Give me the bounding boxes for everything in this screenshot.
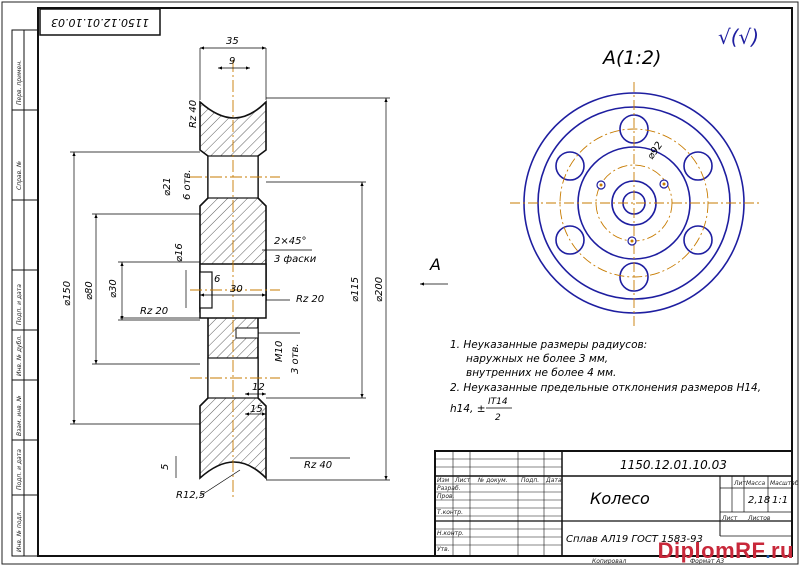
note-2-num: IT14 <box>488 397 508 407</box>
tb-utv: Утв. <box>437 546 450 553</box>
tb-podp: Подп. <box>521 477 539 484</box>
dim-6: 6 <box>214 274 220 285</box>
dim-dia30: ⌀30 <box>108 279 119 298</box>
tb-sheets: Листов <box>747 515 771 522</box>
tb-material: Сплав АЛ19 ГОСТ 1583-93 <box>566 534 703 545</box>
dim-9: 9 <box>229 56 235 67</box>
dim-dia92: ⌀92 <box>645 140 665 162</box>
dim-dia21: ⌀21 <box>162 177 173 196</box>
strip-label-3: Подп. и дата <box>16 284 23 325</box>
side-strip <box>11 29 39 557</box>
dim-r12-5: R12,5 <box>176 490 205 501</box>
code-box: 1150.12.01.10.03 <box>39 8 161 36</box>
note-1-line-3: внутренних не более 4 мм. <box>466 367 616 379</box>
view-a-label: A(1:2) <box>601 47 661 69</box>
dim-rz20-right: Rz 20 <box>296 294 324 305</box>
dim-dia115: ⌀115 <box>350 277 361 302</box>
tb-code: 1150.12.01.10.03 <box>620 458 727 472</box>
view-a: ⌀92 A(1:2) √(√) <box>510 25 760 326</box>
tb-data: Дата <box>545 477 562 484</box>
dim-chamfer-count: 3 фаски <box>274 254 317 265</box>
tb-col-scale: Масштаб <box>770 480 799 487</box>
watermark-brand: DiplomRF <box>657 538 766 563</box>
tb-ndoc: № докум. <box>477 477 508 484</box>
note-2-prefix: h14, ± <box>450 403 486 415</box>
dim-m10: M10 <box>274 341 285 362</box>
strip-label-6: Подп. и дата <box>16 449 23 490</box>
dim-dia16: ⌀16 <box>174 243 185 262</box>
drawing-border <box>37 7 793 557</box>
dim-5: 5 <box>160 464 171 470</box>
dim-holes3: 3 отв. <box>290 343 301 374</box>
watermark-tld: ru <box>771 538 794 563</box>
section-view: 35 9 Rz 40 ⌀21 6 отв. ⌀16 ⌀150 ⌀80 ⌀30 2… <box>62 36 448 501</box>
dim-rz40-top: Rz 40 <box>188 100 199 128</box>
watermark: DiplomRF.ru <box>658 538 794 564</box>
tb-mass: 2,18 <box>748 495 770 506</box>
notes: 1. Неуказанные размеры радиусов: наружны… <box>450 339 761 423</box>
dim-dia200: ⌀200 <box>374 277 385 302</box>
dim-holes6: 6 отв. <box>182 169 193 200</box>
tb-scale: 1:1 <box>772 495 788 506</box>
strip-label-4: Инв. № дубл. <box>16 335 23 376</box>
tb-copied: Копировал <box>592 558 626 565</box>
dim-dia150: ⌀150 <box>62 281 73 306</box>
tb-tkontr: Т.контр. <box>437 509 463 516</box>
tb-col-mass: Масса <box>746 480 765 487</box>
note-1-line-1: 1. Неуказанные размеры радиусов: <box>450 339 647 351</box>
code-rotated: 1150.12.01.10.03 <box>51 16 149 29</box>
dim-rz40-bottom: Rz 40 <box>304 460 332 471</box>
strip-label-2: Справ. № <box>16 161 23 190</box>
tb-col-lit: Лит. <box>733 480 748 487</box>
tb-name: Колесо <box>590 489 650 508</box>
dim-dia80: ⌀80 <box>84 281 95 300</box>
tb-format: Формат А3 <box>690 558 724 565</box>
strip-label-1: Перв. примен. <box>16 60 23 105</box>
strip-label-5: Взам. инв. № <box>16 395 23 436</box>
dim-15: 15 <box>250 404 263 415</box>
strip-label-7: Инв. № подл. <box>16 511 23 552</box>
dim-30: 30 <box>230 284 243 295</box>
tb-razrab: Разраб. <box>437 485 461 492</box>
view-arrow-label: А <box>429 255 441 274</box>
tb-izm: Изм <box>437 477 450 484</box>
note-2-den: 2 <box>495 413 501 423</box>
tb-nkontr: Н.контр. <box>437 530 464 537</box>
watermark-dot: . <box>765 542 771 562</box>
tb-sheet: Лист <box>721 515 738 522</box>
note-1-line-2: наружных не более 3 мм, <box>466 353 608 365</box>
note-2-line-1: 2. Неуказанные предельные отклонения раз… <box>450 382 761 394</box>
dim-35: 35 <box>226 36 239 47</box>
title-block <box>434 450 793 557</box>
dim-rz20-left: Rz 20 <box>140 306 168 317</box>
tb-prov: Пров. <box>437 493 455 500</box>
dim-chamfer: 2×45° <box>274 236 306 247</box>
dim-12: 12 <box>252 382 265 393</box>
roughness-mark: √(√) <box>718 25 759 49</box>
tb-list: Лист <box>454 477 471 484</box>
